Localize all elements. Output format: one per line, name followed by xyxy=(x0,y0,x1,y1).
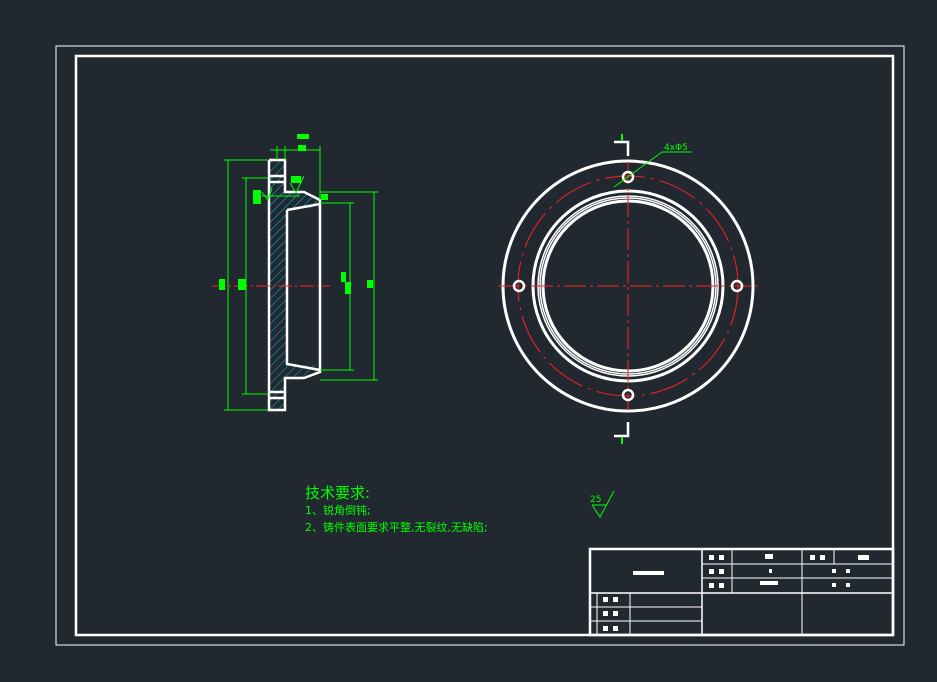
section-dim-markers xyxy=(219,134,373,294)
section-surface-marks xyxy=(261,175,305,202)
section-view xyxy=(212,134,378,412)
title-block-glyphs xyxy=(603,554,869,631)
bolt-hole-bottom xyxy=(621,388,635,402)
front-view: 4xΦ5 xyxy=(498,134,758,444)
section-hatch-upper xyxy=(270,160,320,410)
tech-requirement-item: 1、锐角倒钝; xyxy=(305,503,371,517)
tech-requirements-title: 技术要求: xyxy=(305,484,370,502)
bolt-holes xyxy=(512,170,744,402)
section-cut-markers xyxy=(614,140,630,438)
section-outline xyxy=(267,158,322,412)
tech-requirements: 技术要求: 1、锐角倒钝; 2、铸件表面要求平整,无裂纹,无缺陷; xyxy=(305,484,488,534)
bolt-hole-top xyxy=(621,170,635,184)
title-block xyxy=(588,547,895,637)
bolt-hole-left xyxy=(512,279,526,293)
hole-callout-leader xyxy=(613,151,692,188)
hole-callout-text: 4xΦ5 xyxy=(664,143,688,153)
inner-drawing-border xyxy=(74,54,895,637)
surface-finish-value: 25 xyxy=(590,495,601,505)
bolt-hole-right xyxy=(730,279,744,293)
outer-sheet-border xyxy=(55,45,905,646)
surface-finish-symbol xyxy=(591,490,615,518)
tech-requirement-item: 2、铸件表面要求平整,无裂纹,无缺陷; xyxy=(305,520,488,534)
